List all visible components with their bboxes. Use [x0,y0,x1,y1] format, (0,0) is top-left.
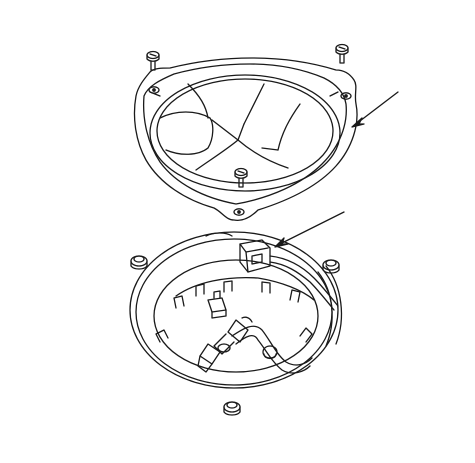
hose-clamp-connector [198,317,252,372]
cover-dome-rim [150,75,340,191]
wiring-connector [240,240,338,310]
cover-hole-right-center [345,95,347,97]
square-fitting [208,291,226,318]
mounting-grommet-top [206,233,232,236]
tank-outer-ring [130,232,338,388]
cover-hole-left [149,87,159,93]
cover-rib-center-right [244,84,264,124]
tank-sweep-right [326,266,341,344]
leader-arrow-cover [352,92,398,127]
cover-rib-left [160,112,213,154]
tank-opening-arc [176,278,314,300]
cover-crease-a [212,120,238,140]
mounting-grommet-bottom [224,402,240,415]
cover-hole-bottom [234,209,244,215]
cover-hole-left-center [153,89,155,91]
pump-module [156,240,338,373]
cover-dome-inner-rim [157,79,333,183]
mounting-grommet-left [131,256,147,269]
retaining-tab-3 [262,282,270,293]
cover-outer-flange [134,58,357,220]
tank-sweep-right-2 [318,272,332,346]
retaining-tab-2 [224,281,232,292]
retaining-tab-5 [174,296,184,308]
round-fitting [263,346,277,359]
cover-crease-c [262,148,278,150]
retaining-tab-1 [196,284,204,296]
cover-rib-right [278,104,300,150]
retaining-tab-7 [300,328,312,342]
retaining-tab-4 [290,290,300,302]
access-cover [134,58,357,220]
tank-inner-ring [154,260,318,372]
tank-outer-ring-2 [136,239,332,385]
cover-rim-tab-right [330,92,338,96]
cover-screw-right [336,45,348,64]
cover-crease-b [238,124,244,140]
cover-rib-center-left [188,84,208,118]
cover-hole-bottom-center [238,211,240,213]
tank-opening-flange [130,232,341,388]
cover-screw-center [235,169,247,188]
mounting-grommet-right [323,260,339,273]
cover-hole-right [341,93,351,99]
cover-flange-inner-edge [144,64,347,204]
cover-screw-left [147,52,159,71]
retaining-tab-6 [156,330,168,342]
